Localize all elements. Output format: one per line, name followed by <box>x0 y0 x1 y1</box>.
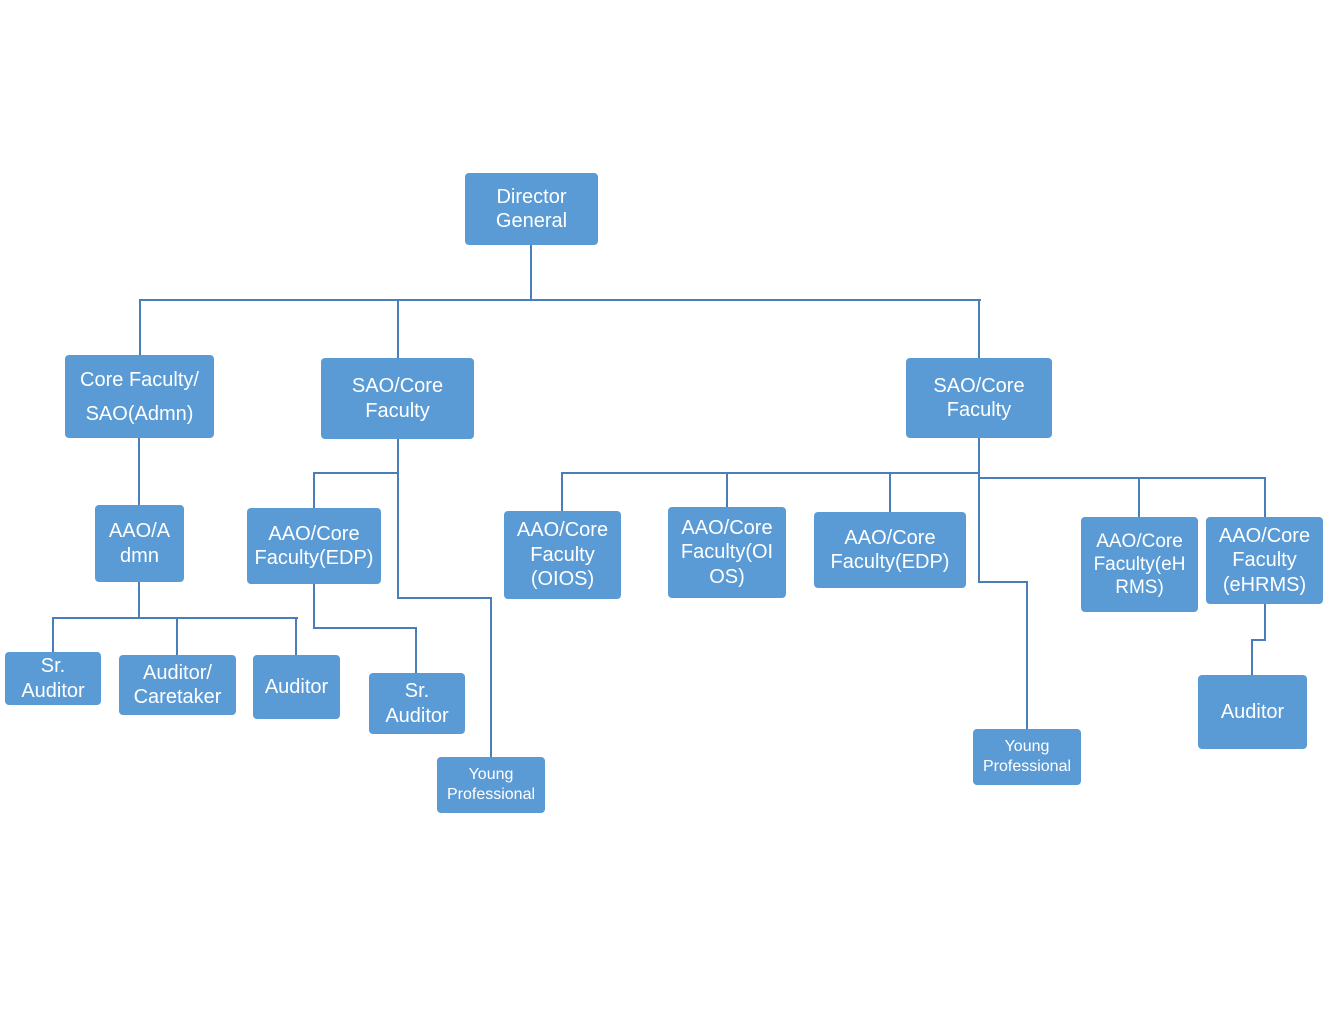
node-sr-auditor-2: Sr. Auditor <box>369 673 465 734</box>
connector-line <box>139 299 981 301</box>
connector-line <box>397 438 399 599</box>
connector-line <box>139 299 141 356</box>
connector-line <box>313 627 417 629</box>
node-aao-core-faculty-oios-1: AAO/Core Faculty (OIOS) <box>504 511 621 599</box>
node-label: Faculty <box>530 543 595 566</box>
node-label: Faculty(OI <box>680 541 774 564</box>
node-label: Auditor/ <box>143 661 212 684</box>
node-young-professional-1: Young Professional <box>437 757 545 813</box>
node-label: Faculty <box>365 399 430 422</box>
node-label: Young <box>1004 738 1050 756</box>
node-label: Faculty(eH <box>1093 553 1186 575</box>
node-label: AAO/Core <box>681 516 773 539</box>
node-young-professional-2: Young Professional <box>973 729 1081 785</box>
connector-line <box>726 472 728 508</box>
node-label: AAO/Core <box>268 522 360 545</box>
connector-line <box>889 472 891 513</box>
node-director-general: Director General <box>465 173 598 245</box>
connector-line <box>313 472 399 474</box>
node-label: Faculty(EDP) <box>830 551 950 573</box>
node-aao-admn: AAO/A dmn <box>95 505 184 582</box>
node-label: Sr. <box>404 680 430 703</box>
node-label: RMS) <box>1115 577 1164 599</box>
connector-line <box>138 437 140 506</box>
node-label: Sr. <box>40 655 66 678</box>
node-label: SAO/Core <box>933 374 1025 397</box>
connector-line <box>978 477 1266 479</box>
node-label: Professional <box>982 758 1072 775</box>
connector-line <box>1251 639 1266 641</box>
node-label: Caretaker <box>133 686 222 708</box>
node-label: Faculty(EDP) <box>254 547 374 569</box>
node-label: AAO/Core <box>516 519 609 542</box>
connector-line <box>313 583 315 629</box>
connector-line <box>978 581 1028 583</box>
node-label: SAO(Admn) <box>85 402 194 425</box>
node-sr-auditor-1: Sr. Auditor <box>5 652 101 705</box>
connector-line <box>1264 477 1266 518</box>
node-aao-core-faculty-ehrms-2: AAO/Core Faculty (eHRMS) <box>1206 517 1323 604</box>
node-label: Director <box>496 185 567 208</box>
connector-line <box>561 472 563 512</box>
node-label: SAO/Core <box>351 375 444 398</box>
node-label: AAO/Core <box>1218 524 1311 547</box>
connector-line <box>1264 603 1266 641</box>
connector-line <box>561 472 980 474</box>
connector-line <box>415 627 417 674</box>
connector-line <box>397 597 492 599</box>
node-label: (eHRMS) <box>1222 573 1307 596</box>
node-label: Auditor <box>1220 700 1285 723</box>
node-label: Auditor <box>264 675 329 698</box>
connector-line <box>530 244 532 301</box>
connector-line <box>52 617 298 619</box>
connector-line <box>490 597 492 758</box>
node-auditor-1: Auditor <box>253 655 340 719</box>
node-auditor-2: Auditor <box>1198 675 1307 749</box>
node-aao-core-faculty-ehrms-1: AAO/Core Faculty(eH RMS) <box>1081 517 1198 612</box>
connector-line <box>138 581 140 619</box>
connector-line <box>978 437 980 583</box>
node-aao-core-faculty-edp-1: AAO/Core Faculty(EDP) <box>247 508 381 584</box>
connector-line <box>295 617 297 656</box>
node-label: Core Faculty/ <box>80 368 199 391</box>
node-label: OS) <box>709 565 745 588</box>
connector-line <box>397 299 399 359</box>
node-label: General <box>495 210 568 232</box>
node-label: Auditor <box>385 704 449 727</box>
connector-line <box>1251 639 1253 676</box>
connector-line <box>313 472 315 509</box>
connector-line <box>978 299 980 359</box>
node-label: Faculty <box>1232 549 1297 572</box>
node-aao-core-faculty-edp-2: AAO/Core Faculty(EDP) <box>814 512 966 588</box>
connector-line <box>1138 477 1140 518</box>
node-label: AAO/Core <box>1096 530 1183 552</box>
connector-line <box>176 617 178 656</box>
connector-line <box>52 617 54 653</box>
node-label: Auditor <box>21 679 85 702</box>
node-label: Faculty <box>946 399 1012 421</box>
connector-line <box>1026 581 1028 730</box>
node-label: AAO/Core <box>844 526 936 549</box>
node-sao-core-faculty-2: SAO/Core Faculty <box>906 358 1052 438</box>
node-label: (OIOS) <box>530 568 595 591</box>
node-label: AAO/A <box>108 520 171 543</box>
node-sao-core-faculty-1: SAO/Core Faculty <box>321 358 474 439</box>
node-label: dmn <box>120 544 159 567</box>
node-auditor-caretaker: Auditor/ Caretaker <box>119 655 236 715</box>
node-label: Professional <box>446 786 536 803</box>
node-label: Young <box>468 766 514 784</box>
node-core-faculty-sao-admn: Core Faculty/ SAO(Admn) <box>65 355 214 438</box>
node-aao-core-faculty-oios-2: AAO/Core Faculty(OI OS) <box>668 507 786 598</box>
